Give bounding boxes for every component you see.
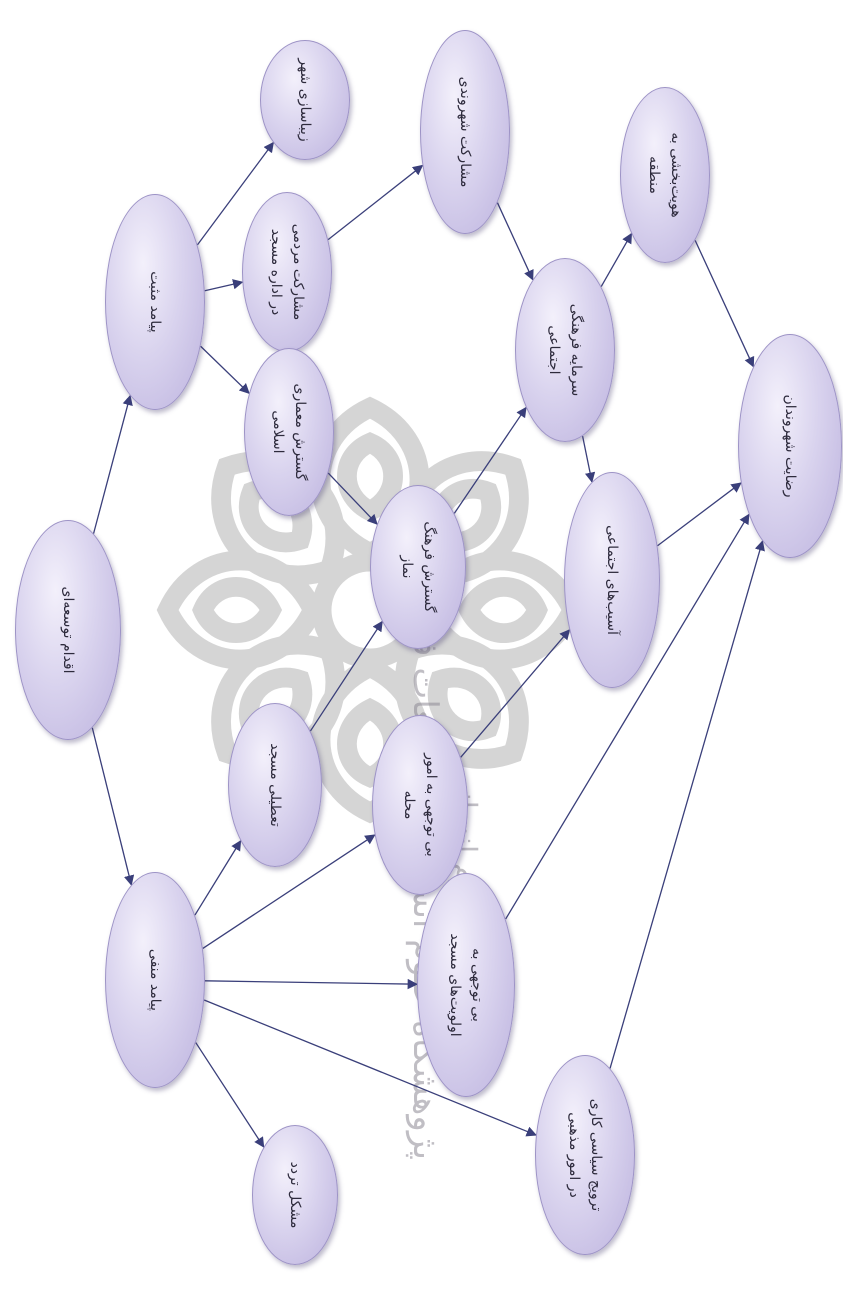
node-n1: اقدام توسعه‌ای: [15, 520, 121, 740]
edge-n3-to-n15: [204, 978, 419, 990]
edge-n2-to-n4: [196, 141, 274, 246]
edge-n3-to-n14: [202, 834, 376, 949]
edge-n3-to-n17: [195, 1042, 265, 1148]
node-label: رضایت شهروندان: [782, 394, 798, 498]
edge-n3-to-n13: [194, 840, 242, 916]
edge-n13-to-n10: [309, 620, 383, 732]
node-label: پیامد منفی: [147, 948, 163, 1012]
edge-n14-to-n11: [460, 629, 571, 758]
edge-n1-to-n2: [92, 394, 133, 534]
edge-n8-to-n11: [581, 435, 596, 483]
node-n13: تعطیلی مسجد: [228, 703, 322, 867]
edge-n6-to-n10: [327, 472, 378, 525]
edge-n2-to-n5: [204, 279, 244, 292]
node-label: آسیب‌های اجتماعی: [604, 525, 620, 635]
edge-n7-to-n8: [496, 202, 534, 281]
node-label: تعطیلی مسجد: [267, 743, 283, 827]
edge-n8-to-n9: [600, 232, 633, 287]
node-n3: پیامد منفی: [105, 872, 205, 1088]
edge-n5-to-n7: [327, 164, 424, 241]
node-label: اقدام توسعه‌ای: [60, 586, 76, 674]
edge-n16-to-n12: [609, 540, 765, 1069]
node-label: مشارکت شهروندی: [457, 76, 473, 188]
node-n17: مشکل تردد: [252, 1125, 338, 1265]
node-n7: مشارکت شهروندی: [420, 30, 510, 234]
edge-n9-to-n12: [694, 240, 755, 368]
edge-n3-to-n16: [203, 999, 537, 1137]
edge-n1-to-n3: [91, 727, 135, 886]
edge-n15-to-n12: [505, 513, 750, 920]
node-label: پیامد مثبت: [147, 271, 163, 333]
node-label: زیباسازی شهر: [297, 58, 313, 142]
node-n12: رضایت شهروندان: [738, 334, 842, 558]
edge-n10-to-n8: [453, 406, 527, 514]
node-n4: زیباسازی شهر: [260, 40, 350, 160]
edge-n2-to-n6: [200, 345, 250, 394]
edge-n11-to-n12: [657, 482, 742, 547]
node-n2: پیامد مثبت: [105, 194, 205, 410]
node-n11: آسیب‌های اجتماعی: [564, 472, 660, 688]
node-label: مشکل تردد: [287, 1161, 303, 1229]
